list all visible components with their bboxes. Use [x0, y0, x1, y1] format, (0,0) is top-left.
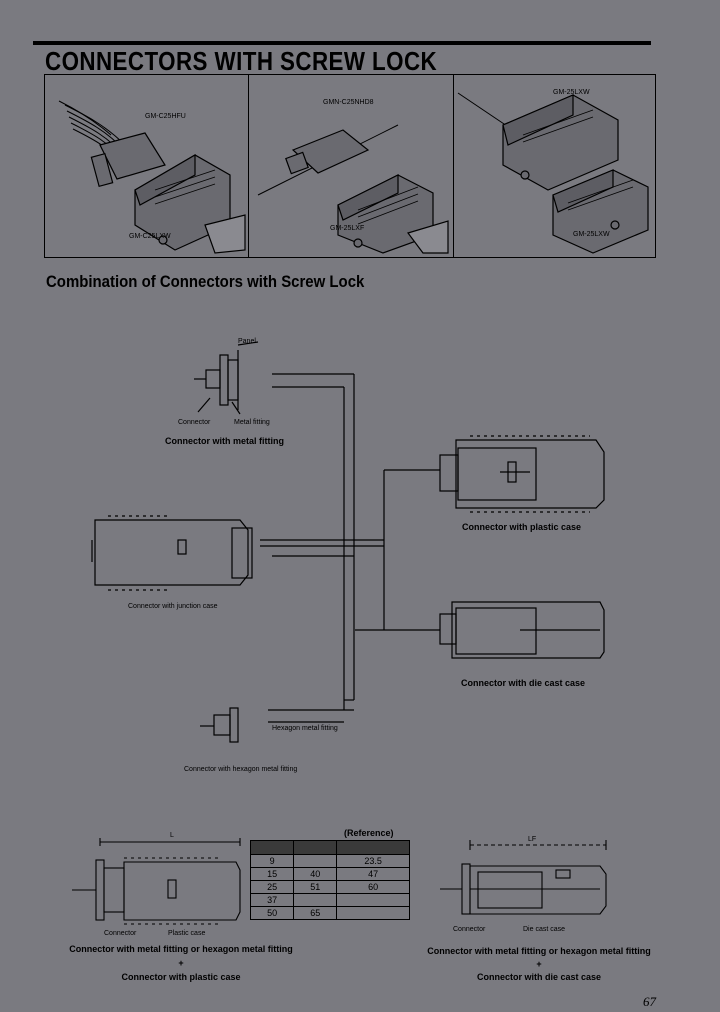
bottom-left-connector-label: Connector — [104, 930, 137, 937]
table-cell: 51 — [293, 880, 338, 894]
table-cell — [336, 893, 410, 907]
table-cell: 65 — [293, 906, 338, 920]
plastic-case-caption: Connector with plastic case — [462, 522, 582, 532]
table-row: 37 — [249, 893, 410, 907]
photo-3-bottom-label: GM-25LXW — [573, 231, 610, 238]
table-cell — [336, 906, 410, 920]
connector-photo-2 — [257, 124, 449, 254]
table-cell: 25 — [249, 880, 295, 894]
table-row: 50 65 — [249, 906, 410, 920]
dim-l-label: L — [170, 832, 174, 839]
photo-2-bottom-label: GM-25LXF — [330, 225, 365, 232]
photo-2: GMN-C25NHD8 GM-25LXF — [248, 75, 454, 257]
table-cell — [293, 893, 338, 907]
reference-table-header — [249, 840, 410, 855]
metal-fitting-caption: Connector with metal fitting — [165, 436, 284, 446]
table-cell — [293, 854, 338, 868]
photo-1-bottom-label: GM-C25LXW — [129, 233, 171, 240]
page-title: CONNECTORS WITH SCREW LOCK — [45, 46, 438, 76]
connector-photo-1 — [58, 100, 246, 254]
bottom-left-plus: + — [178, 958, 184, 968]
bottom-right-caption-1: Connector with metal fitting or hexagon … — [427, 946, 651, 956]
table-cell: 9 — [249, 854, 295, 868]
photo-1-top-label: GM-C25HFU — [145, 113, 186, 120]
bottom-right-plus: + — [536, 959, 542, 969]
table-cell: 15 — [249, 867, 295, 881]
table-row: 25 51 60 — [249, 880, 410, 894]
hexagon-caption: Connector with hexagon metal fitting — [184, 766, 298, 773]
photo-1: GM-C25HFU GM-C25LXW — [45, 75, 249, 257]
bottom-right-caption-2: Connector with die cast case — [476, 972, 602, 982]
photo-2-top-label: GMN-C25NHD8 — [323, 99, 374, 106]
title-rule — [33, 41, 651, 45]
bottom-right-die-cast-label: Die cast case — [523, 926, 566, 933]
table-cell: 23.5 — [336, 854, 410, 868]
table-row: 15 40 47 — [249, 867, 410, 881]
connector-label: Connector — [178, 419, 211, 426]
table-cell: 40 — [293, 867, 338, 881]
photo-3: GM-25LXW GM-25LXW — [453, 75, 655, 257]
die-cast-caption: Connector with die cast case — [461, 678, 586, 688]
connector-photo-3 — [457, 92, 649, 254]
bottom-right-connector-label: Connector — [453, 926, 486, 933]
junction-caption: Connector with junction case — [128, 603, 218, 610]
page-number: 67 — [643, 994, 656, 1009]
photo-row: GM-C25HFU GM-C25LXW GMN-C25NHD8 GM-25LXF — [44, 74, 656, 258]
bottom-left-plastic-label: Plastic case — [168, 930, 206, 937]
table-cell: 47 — [336, 867, 410, 881]
dim-lf-label: LF — [528, 836, 537, 843]
metal-fitting-label: Metal fitting — [234, 419, 270, 426]
panel-label: Panel — [238, 338, 256, 345]
reference-table: 9 23.5 15 40 47 25 51 60 37 50 65 — [249, 840, 410, 920]
hexagon-label: Hexagon metal fitting — [272, 725, 338, 732]
photo-3-top-label: GM-25LXW — [553, 89, 590, 96]
table-cell: 50 — [249, 906, 295, 920]
table-row: 9 23.5 — [249, 854, 410, 868]
table-cell: 60 — [336, 880, 410, 894]
section-title: Combination of Connectors with Screw Loc… — [46, 272, 365, 291]
reference-label: (Reference) — [344, 828, 394, 838]
table-cell: 37 — [249, 893, 295, 907]
bottom-left-caption-1: Connector with metal fitting or hexagon … — [69, 944, 293, 954]
bottom-left-caption-2: Connector with plastic case — [121, 972, 241, 982]
